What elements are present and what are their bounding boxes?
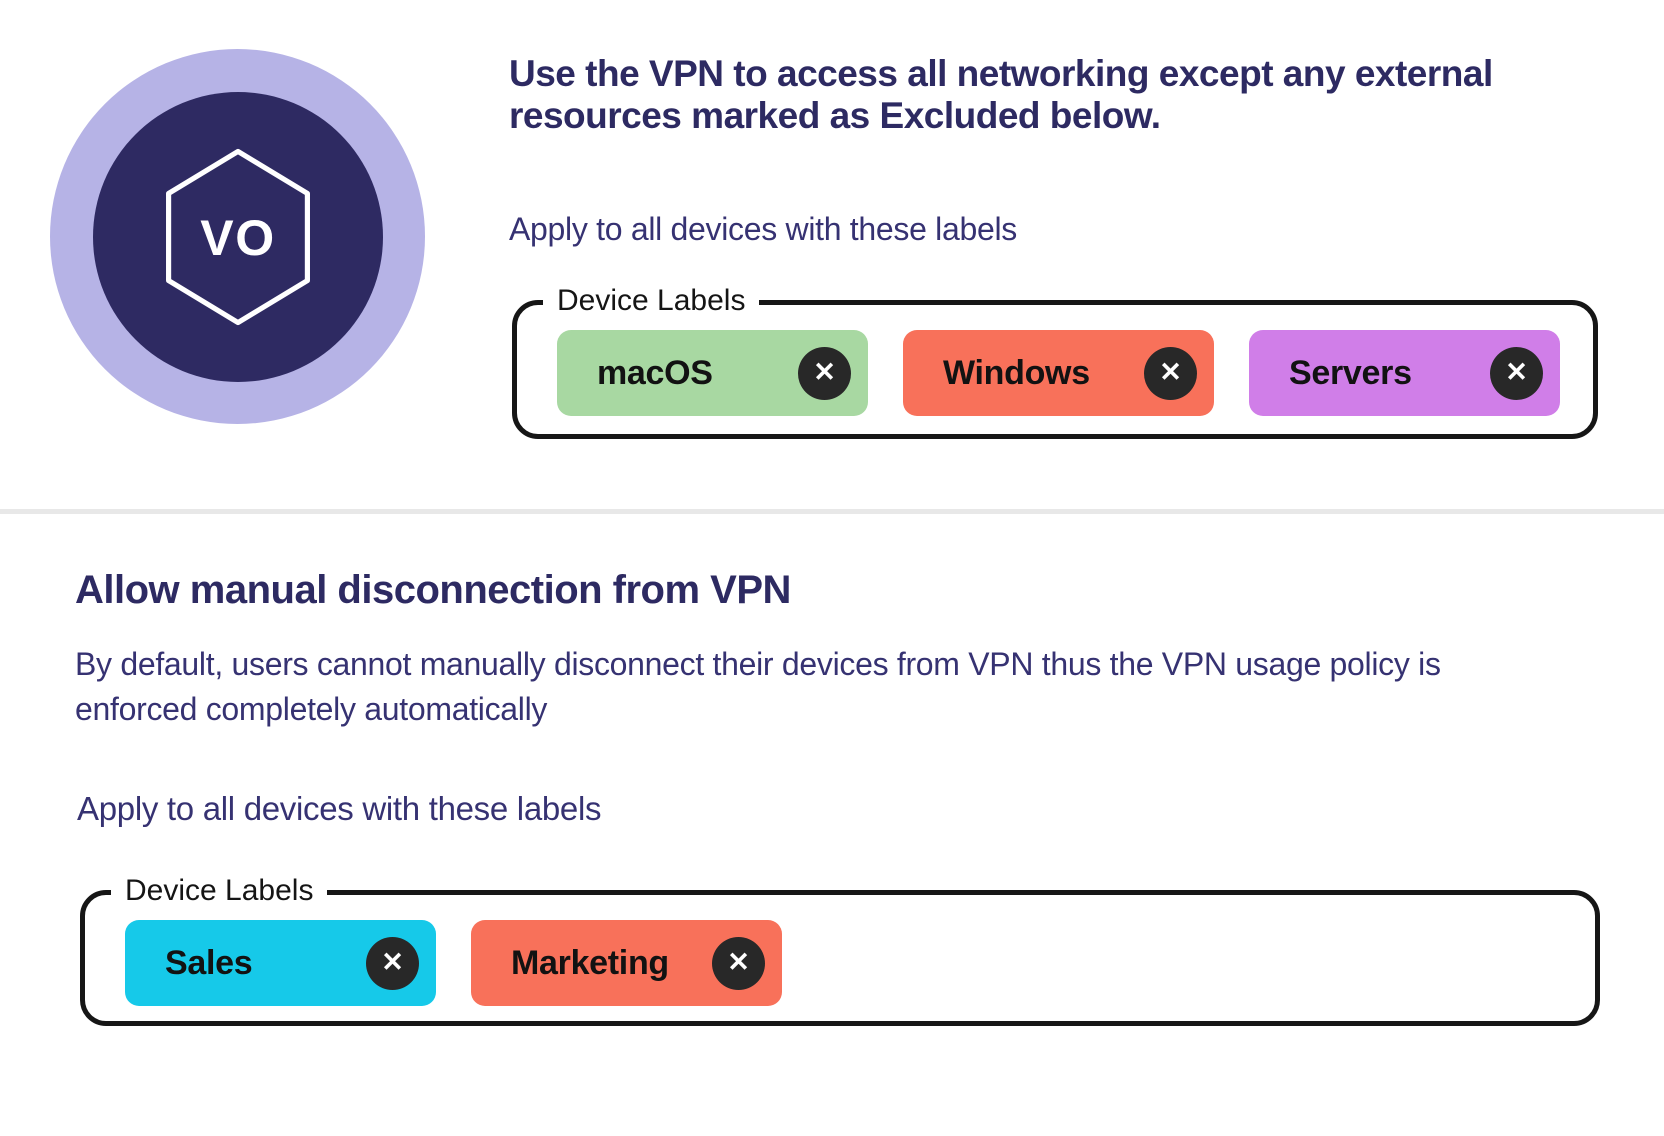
remove-label-button[interactable]: ✕ [1144,346,1197,400]
remove-label-button[interactable]: ✕ [712,936,765,990]
fieldset-legend: Device Labels [543,283,760,319]
vpn-access-heading: Use the VPN to access all networking exc… [509,53,1493,136]
device-label-text: Marketing [511,943,669,982]
device-label-text: macOS [597,353,713,392]
device-label-chip: macOS ✕ [557,330,868,416]
remove-label-button[interactable]: ✕ [1490,346,1543,400]
manual-disconnect-description: By default, users cannot manually discon… [75,646,1441,727]
device-labels-fieldset-bottom: Device Labels Sales ✕ Marketing ✕ [80,873,1600,1026]
close-icon: ✕ [813,356,836,387]
vpn-profile-badge: VO [50,49,425,424]
apply-label-top: Apply to all devices with these labels [509,211,1017,247]
fieldset-legend: Device Labels [111,873,328,909]
badge-monogram: VO [200,209,275,265]
chip-row: macOS ✕ Windows ✕ Servers ✕ [557,330,1593,416]
device-label-text: Windows [943,353,1090,392]
device-labels-fieldset-top: Device Labels macOS ✕ Windows ✕ Servers ✕ [512,283,1598,439]
vpn-profile-badge-inner: VO [92,91,383,382]
device-label-text: Servers [1289,353,1412,392]
remove-label-button[interactable]: ✕ [366,936,419,990]
remove-label-button[interactable]: ✕ [798,346,851,400]
device-label-chip: Sales ✕ [125,920,436,1006]
device-label-chip: Windows ✕ [903,330,1214,416]
close-icon: ✕ [1159,356,1182,387]
device-label-chip: Marketing ✕ [471,920,782,1006]
hexagon-icon: VO [165,148,310,325]
close-icon: ✕ [381,946,404,977]
close-icon: ✕ [727,946,750,977]
apply-label-bottom: Apply to all devices with these labels [77,790,602,827]
section-divider [0,509,1664,514]
chip-row: Sales ✕ Marketing ✕ [125,920,1595,1006]
device-label-text: Sales [165,943,253,982]
close-icon: ✕ [1505,356,1528,387]
manual-disconnect-heading: Allow manual disconnection from VPN [75,568,791,612]
device-label-chip: Servers ✕ [1249,330,1560,416]
